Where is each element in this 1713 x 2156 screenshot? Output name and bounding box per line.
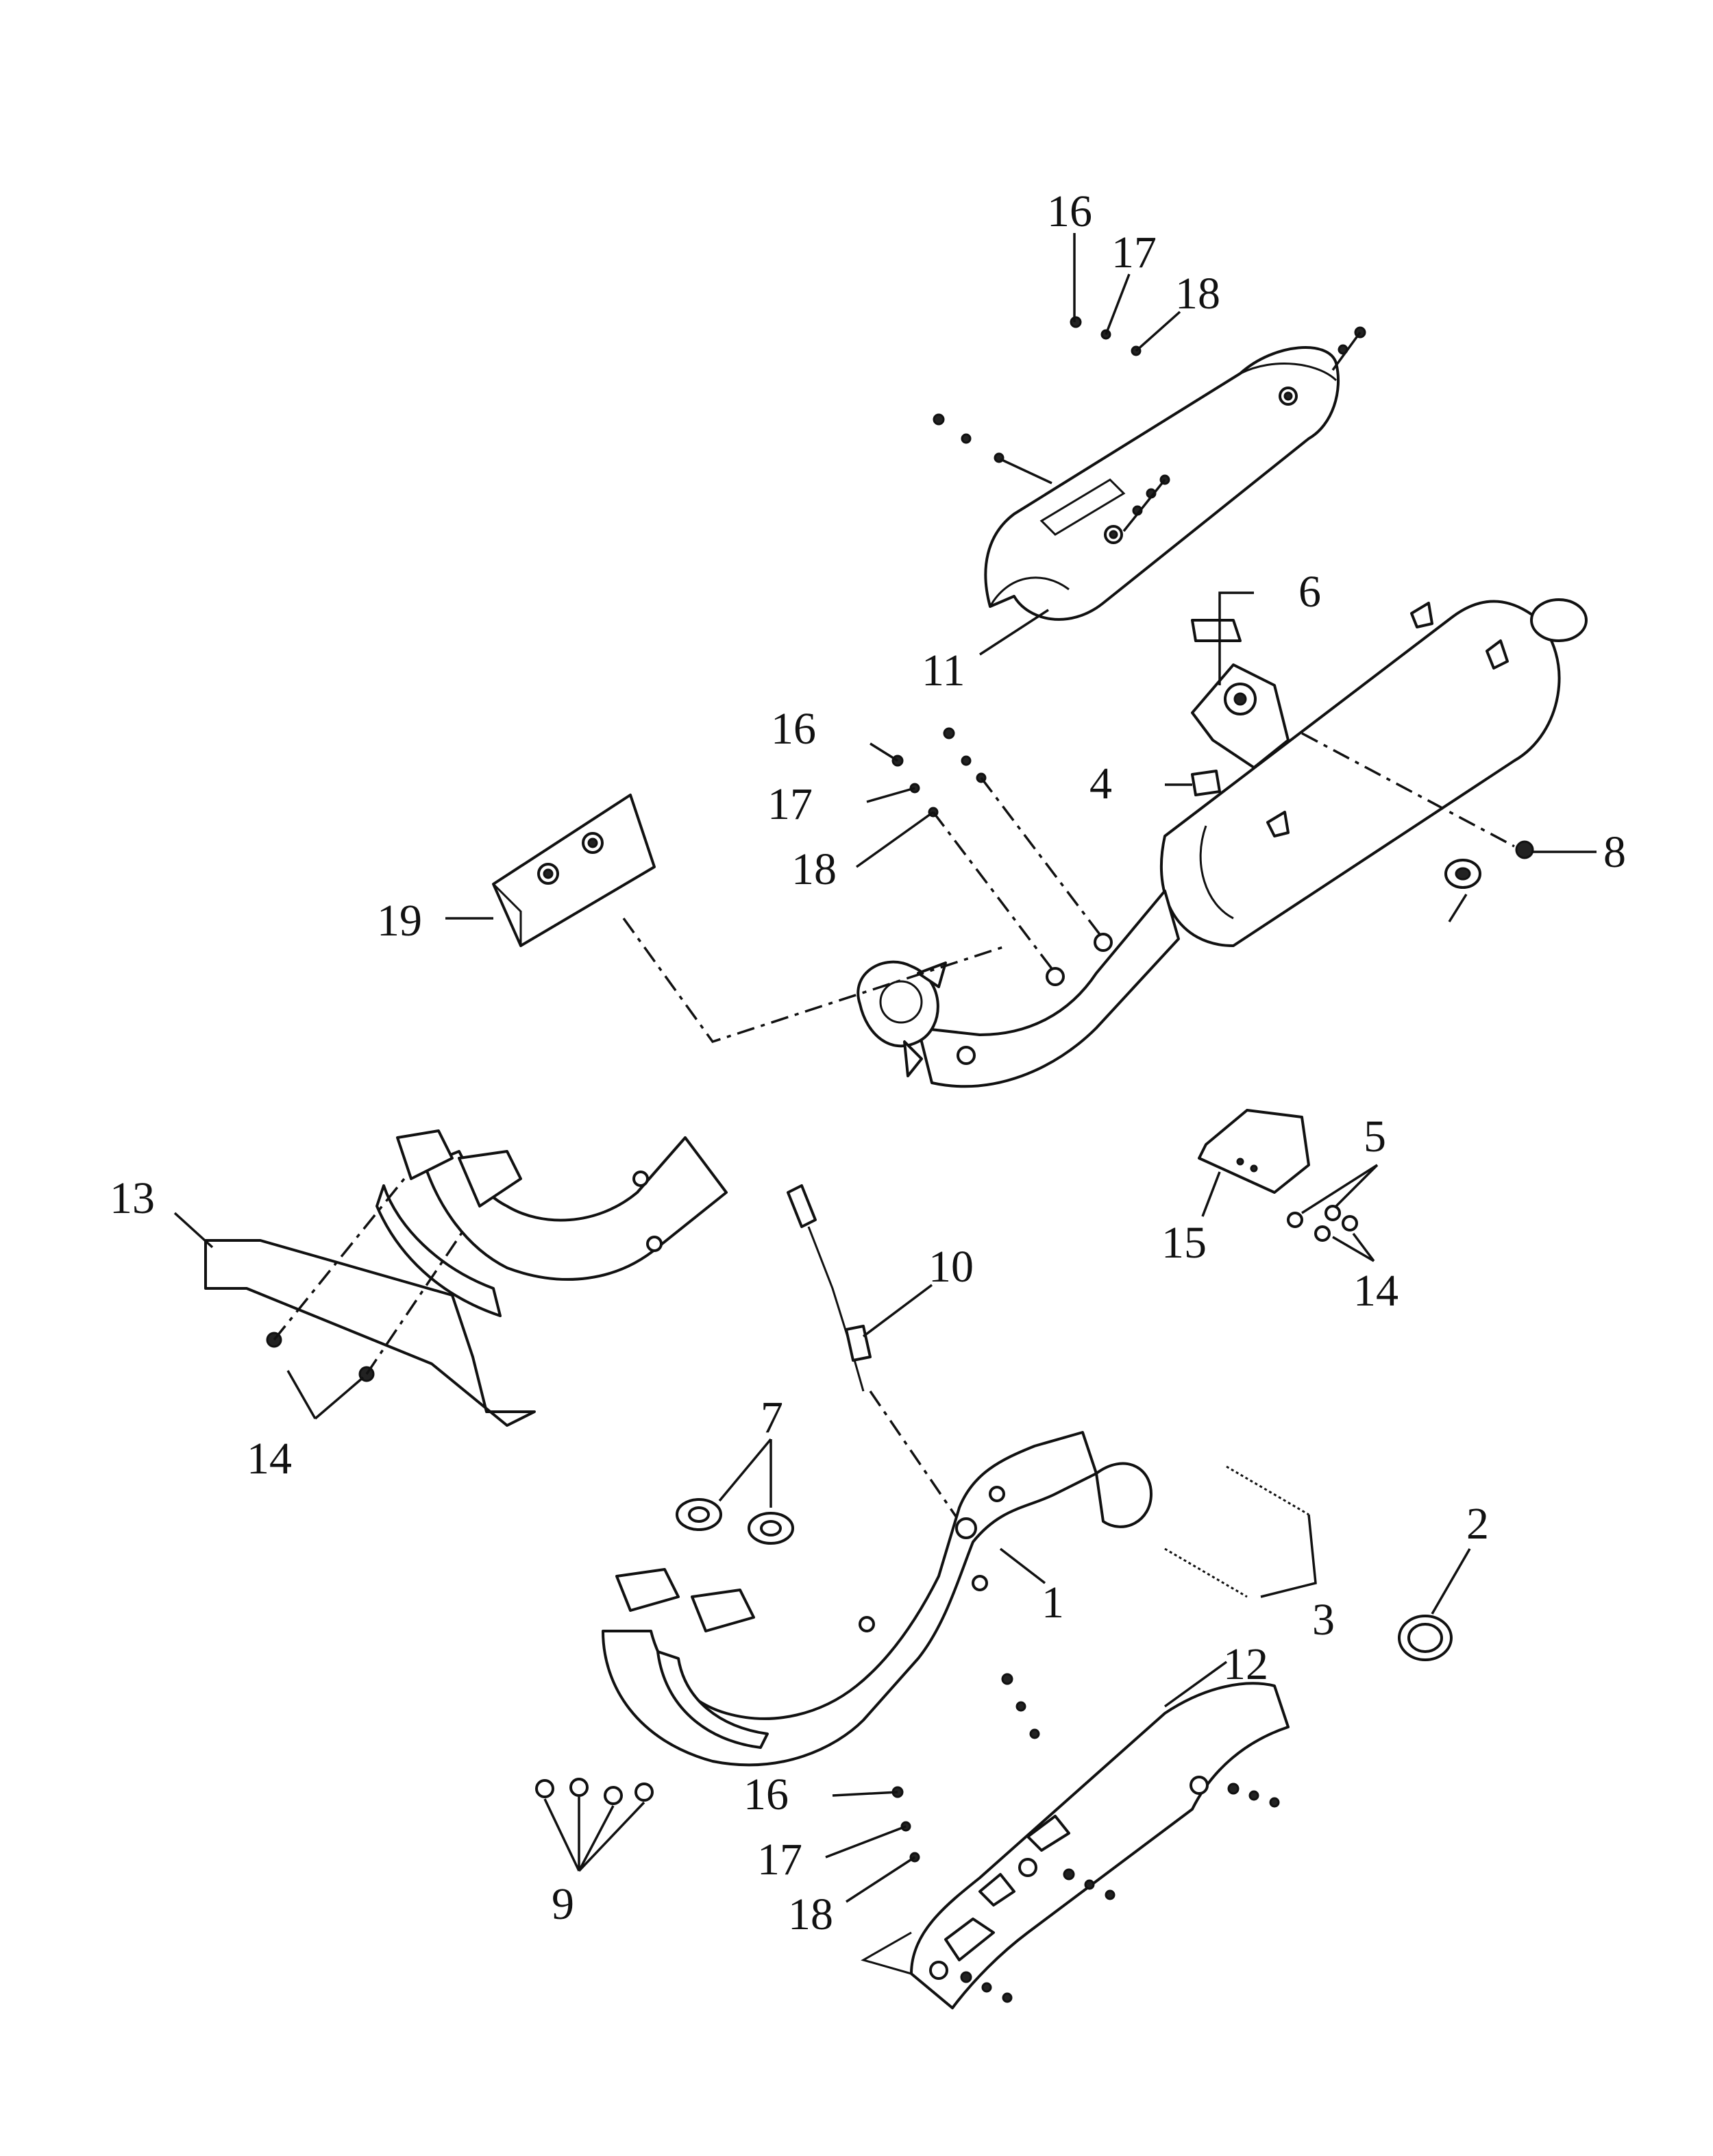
callout-labels: 16 17 18 11 6 4 8 16 17 18 19 13 10 5 15… [110,186,1626,1939]
callout-13: 13 [110,1173,155,1223]
front-heat-shield [204,1129,728,1427]
callout-1: 1 [1042,1578,1064,1628]
callout-15: 15 [1161,1218,1207,1268]
rubber-pad [1191,619,1242,642]
callout-17-top: 17 [1111,228,1157,278]
callout-14-left: 14 [247,1434,292,1484]
callout-10: 10 [928,1242,974,1292]
callout-18-top: 18 [1175,269,1220,319]
leader-lines [173,233,1597,1903]
callout-8: 8 [1603,827,1626,877]
callout-2: 2 [1466,1499,1489,1549]
springs [1164,1465,1309,1598]
callout-11: 11 [922,646,965,696]
callout-17-low: 17 [757,1835,802,1885]
callout-19: 19 [377,896,422,946]
callout-18-low: 18 [788,1889,833,1939]
callout-5: 5 [1364,1112,1386,1162]
callout-14-right: 14 [1353,1266,1398,1316]
muffler-bolt-and-washer [1301,732,1534,922]
muffler-assembly [856,598,1588,1088]
callout-3: 3 [1312,1595,1335,1645]
lower-heat-shield [861,1673,1290,2009]
callout-16-low: 16 [743,1769,789,1820]
head-pipe [602,1431,1153,1767]
callout-6: 6 [1298,567,1321,617]
callout-17-mid: 17 [767,779,813,829]
callout-9: 9 [552,1879,574,1929]
callout-18-mid: 18 [791,844,837,894]
oxygen-sensor [787,1184,961,1522]
callout-12: 12 [1223,1639,1268,1689]
small-heat-shield [492,794,1008,1044]
fasteners-5-14-right [1287,1205,1358,1242]
gaskets-7 [676,1498,794,1545]
nuts-9 [535,1778,654,1805]
gasket-ring [1398,1615,1453,1661]
callout-16-mid: 16 [771,704,816,754]
bracket-plate [1198,1109,1310,1194]
muffler-fasteners [891,727,1105,975]
callout-7: 7 [761,1393,783,1443]
callout-4: 4 [1089,759,1112,809]
callout-16-top: 16 [1047,186,1092,236]
muffler-clip [1191,770,1221,796]
